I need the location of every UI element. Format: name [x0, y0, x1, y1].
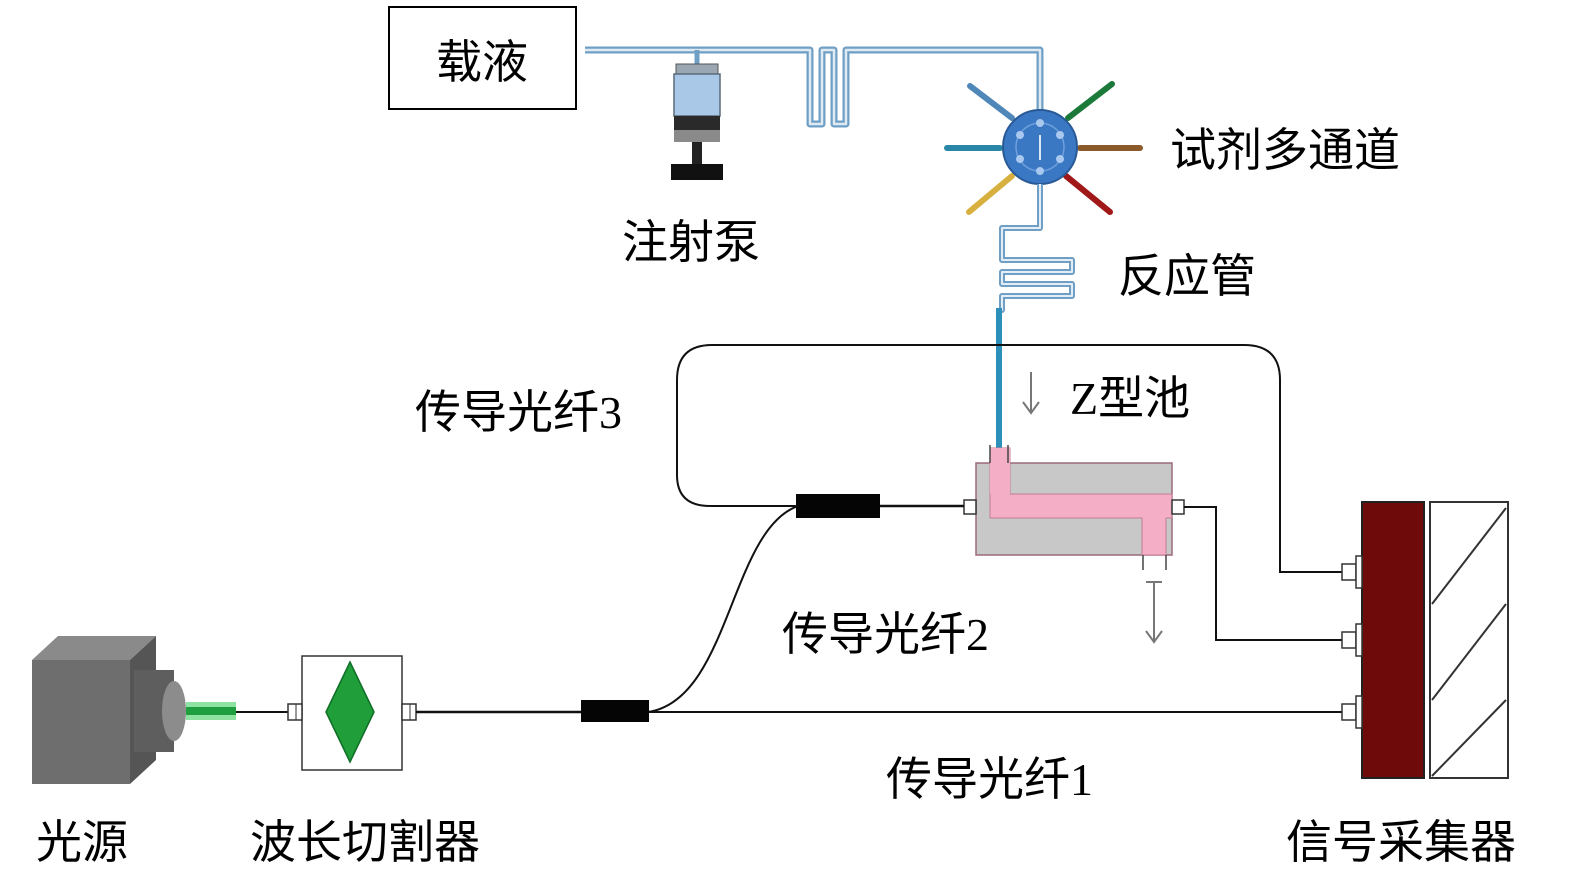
syringe-pump-icon — [671, 50, 723, 180]
fiber3-label: 传导光纤3 — [415, 387, 622, 438]
outflow-arrow — [1145, 581, 1163, 644]
fiber3-path — [676, 344, 1342, 573]
signal-collector-icon — [1341, 501, 1509, 779]
fiber2-label: 传导光纤2 — [782, 609, 989, 660]
inflow-arrow — [1022, 372, 1040, 415]
reaction-tube — [996, 184, 1075, 460]
multiport-valve-icon — [944, 81, 1143, 215]
signal-collector-label: 信号采集器 — [1286, 815, 1516, 869]
carrier-box: 载液 — [388, 6, 577, 110]
wavelength-cutter-icon — [287, 655, 417, 771]
light-source-icon — [32, 636, 236, 784]
fiber-cell-to-collector — [1184, 506, 1342, 641]
reaction-tube-label: 反应管 — [1118, 249, 1256, 303]
fiber2-path — [647, 505, 799, 713]
fiber1-label: 传导光纤1 — [886, 754, 1093, 805]
z-cell-icon — [963, 445, 1185, 570]
wavelength-cutter-label: 波长切割器 — [250, 815, 480, 869]
z-cell-label: Z型池 — [1070, 373, 1190, 424]
fiber-coupler-top — [796, 494, 880, 518]
fiber-coupler-bottom — [581, 700, 649, 722]
light-source-label: 光源 — [36, 815, 128, 869]
syringe-pump-label: 注射泵 — [622, 215, 760, 269]
reagent-channels-label: 试剂多通道 — [1170, 123, 1400, 177]
carrier-label: 载液 — [436, 35, 528, 89]
